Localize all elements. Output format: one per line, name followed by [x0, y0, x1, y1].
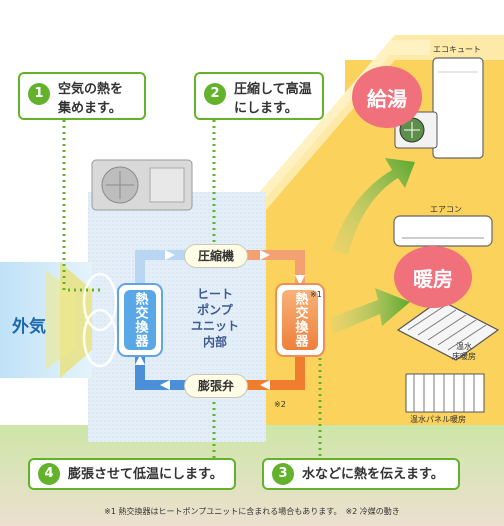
- step-1-box: 1 空気の熱を 集めます。: [18, 72, 146, 120]
- step-2-number: 2: [204, 83, 226, 105]
- step-2-box: 2 圧縮して高温 にします。: [194, 72, 324, 120]
- left-heat-exchanger-fill: [124, 290, 156, 350]
- step-3-text: 水などに熱を伝えます。: [302, 466, 444, 482]
- compressor-label: 圧縮機: [184, 244, 248, 268]
- left-heat-exchanger-label: 熱交換器: [132, 292, 148, 348]
- expansion-valve-label: 膨張弁: [184, 374, 248, 398]
- step-1-text: 空気の熱を 集めます。: [58, 82, 124, 116]
- note-mark-1: ※1: [310, 290, 322, 299]
- arrow-to-heating: [330, 288, 410, 334]
- aircon-label: エアコン: [430, 205, 462, 214]
- note-mark-2: ※2: [274, 400, 286, 409]
- hot-water-circle: 給湯: [352, 66, 422, 128]
- panel-radiator-icon: [405, 373, 485, 413]
- step-4-box: 4 膨張させて低温にします。: [28, 458, 236, 490]
- right-heat-exchanger-label: 熱交換器: [292, 292, 308, 348]
- step-4-number: 4: [38, 463, 60, 485]
- step-2-text: 圧縮して高温 にします。: [234, 82, 312, 116]
- step-connectors: [62, 120, 322, 458]
- ecocute-icon: [394, 57, 484, 159]
- step-1-number: 1: [28, 83, 50, 105]
- heat-pump-unit-label: ヒート ポンプ ユニット 内部: [190, 287, 239, 349]
- fan-icon: [82, 272, 118, 368]
- ecocute-label: エコキュート: [433, 45, 481, 54]
- arrow-to-hot-water: [332, 158, 415, 255]
- right-heat-exchanger-fill: [282, 290, 318, 350]
- outside-air-label: 外気: [12, 317, 46, 337]
- step-4-text: 膨張させて低温にします。: [68, 466, 223, 482]
- outdoor-unit-icon: [91, 159, 193, 211]
- floor-heating-icon: [396, 299, 500, 361]
- heating-circle: 暖房: [394, 246, 472, 308]
- aircon-icon: [393, 215, 493, 247]
- footnote: ※1 熱交換器はヒートポンプユニットに含まれる場合もあります。 ※2 冷媒の動き: [104, 507, 400, 516]
- floor-heating-label: 温水 床暖房: [452, 342, 476, 361]
- panel-heating-label: 温水パネル暖房: [410, 415, 466, 424]
- step-3-box: 3 水などに熱を伝えます。: [262, 458, 460, 490]
- step-3-number: 3: [272, 463, 294, 485]
